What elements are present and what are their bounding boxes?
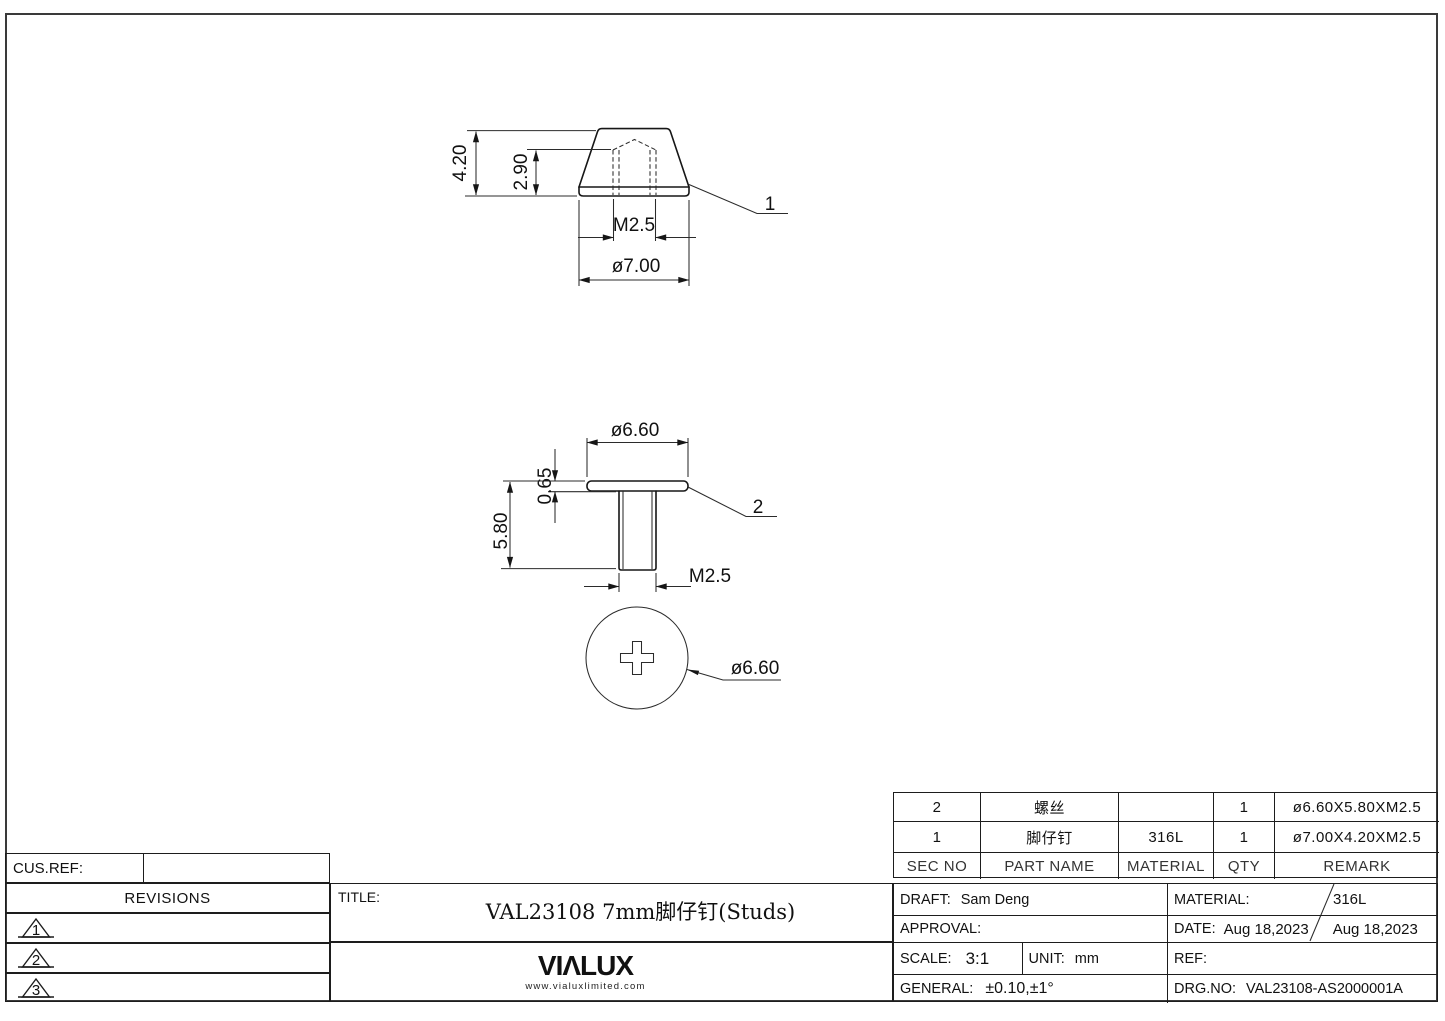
parts-cell-sec: 1 (894, 822, 981, 853)
logo-text: VIΛLUX (537, 950, 634, 981)
parts-table: 2 螺丝 1 ø6.60X5.80XM2.5 1 脚仔钉 316L 1 ø7.0… (893, 792, 1439, 879)
date-value-2: Aug 18,2023 (1332, 920, 1418, 938)
cus-ref-label: CUS.REF: (6, 854, 144, 882)
revision-row-3: 3 (5, 973, 330, 1002)
parts-cell-name: 脚仔钉 (981, 822, 1119, 853)
scale-label: SCALE: (900, 950, 952, 967)
parts-header-name: PART NAME (981, 853, 1119, 879)
scale-cell: SCALE: 3:1 (894, 943, 1023, 974)
scale-value: 3:1 (965, 948, 990, 968)
dim-top-depth: 2.90 (511, 154, 532, 191)
title-block: DRAFT: Sam Deng MATERIAL: 316L APPROVAL:… (893, 883, 1438, 1003)
draft-cell: DRAFT: Sam Deng (894, 884, 1168, 915)
draft-label: DRAFT: (900, 891, 951, 908)
parts-cell-remark: ø7.00X4.20XM2.5 (1275, 822, 1439, 853)
general-value: ±0.10,±1° (985, 980, 1054, 997)
ref-label: REF: (1174, 950, 1208, 967)
title-label: TITLE: (338, 889, 381, 905)
dim-top-thread: M2.5 (613, 215, 655, 236)
cus-ref-box: CUS.REF: (5, 853, 330, 883)
parts-header-remark: REMARK (1323, 857, 1391, 875)
dim-mid-dia: ø6.60 (611, 420, 660, 441)
revision-triangle-icon: 1 (18, 917, 54, 939)
leader-2: 2 (753, 497, 764, 518)
title-box: TITLE: VAL23108 7mm脚仔钉(Studs) (330, 883, 893, 942)
material-label: MATERIAL: (1174, 891, 1250, 908)
screw-head-circle (585, 606, 689, 710)
dim-mid-length: 5.80 (491, 513, 512, 550)
revision-number: 2 (32, 952, 40, 969)
parts-cell-sec: 2 (894, 793, 981, 822)
dim-top-height: 4.20 (450, 145, 471, 182)
date-label: DATE: (1174, 921, 1216, 937)
unit-cell: UNIT: mm (1023, 943, 1168, 974)
drgno-value: VAL23108-AS2000001A (1246, 981, 1403, 997)
vialux-logo: VIΛLUX www.vialuxlimited.com (525, 950, 646, 993)
logo-box: VIΛLUX www.vialuxlimited.com (330, 942, 893, 1002)
material-value: 316L (1333, 891, 1367, 908)
parts-cell-material: 316L (1119, 822, 1214, 853)
revision-row-1: 1 (5, 913, 330, 943)
revision-triangle-icon: 3 (18, 977, 54, 999)
parts-cell-material (1119, 793, 1214, 822)
draft-value: Sam Deng (960, 891, 1030, 908)
titleblock-slash (1309, 883, 1335, 942)
titleblock-row-scale: SCALE: 3:1 UNIT: mm REF: (894, 943, 1437, 975)
revision-triangle-icon: 2 (18, 947, 54, 969)
titleblock-row-draft: DRAFT: Sam Deng MATERIAL: 316L (894, 884, 1437, 916)
parts-header-material: MATERIAL (1119, 853, 1214, 879)
screw-top-view: ø6.60 (585, 606, 781, 710)
phillips-cross-icon (619, 640, 655, 676)
logo-website: www.vialuxlimited.com (525, 981, 646, 992)
approval-cell: APPROVAL: (894, 916, 1168, 942)
leader-1: 1 (765, 194, 776, 215)
drgno-cell: DRG.NO: VAL23108-AS2000001A (1168, 975, 1437, 1003)
revision-number: 1 (32, 922, 40, 939)
titleblock-row-general: GENERAL: ±0.10,±1° DRG.NO: VAL23108-AS20… (894, 975, 1437, 1003)
stud-side-view: 4.20 2.90 M2.5 ø7.00 1 (450, 127, 788, 286)
parts-cell-qty: 1 (1214, 822, 1275, 853)
drawing-title: VAL23108 7mm脚仔钉(Studs) (485, 900, 796, 924)
dim-top-dia: ø7.00 (612, 256, 661, 277)
dim-mid-thread: M2.5 (689, 566, 731, 587)
parts-header-qty: QTY (1214, 853, 1275, 879)
revisions-header: REVISIONS (5, 883, 330, 913)
revision-number: 3 (32, 982, 40, 999)
parts-cell-remark: ø6.60X5.80XM2.5 (1275, 793, 1439, 822)
parts-cell-qty: 1 (1214, 793, 1275, 822)
date-cell: DATE: Aug 18,2023 Aug 18,2023 (1168, 916, 1437, 942)
drgno-label: DRG.NO: (1174, 981, 1237, 997)
ref-cell: REF: (1168, 943, 1437, 974)
date-value: Aug 18,2023 (1223, 920, 1309, 938)
revision-row-2: 2 (5, 943, 330, 973)
parts-cell-name: 螺丝 (981, 793, 1119, 822)
titleblock-row-approval: APPROVAL: DATE: Aug 18,2023 Aug 18,2023 (894, 916, 1437, 943)
dim-mid-head-thk: 0.65 (535, 468, 556, 505)
general-cell: GENERAL: ±0.10,±1° (894, 975, 1168, 1003)
general-label: GENERAL: (900, 981, 974, 997)
dim-bot-dia: ø6.60 (731, 658, 780, 679)
screw-side-view: ø6.60 0.65 5.80 M2.5 2 (491, 420, 777, 592)
parts-header-sec: SEC NO (894, 853, 981, 879)
material-cell: MATERIAL: 316L (1168, 884, 1437, 915)
unit-label: UNIT: (1028, 950, 1065, 967)
unit-value: mm (1074, 950, 1099, 967)
approval-label: APPROVAL: (900, 921, 982, 937)
